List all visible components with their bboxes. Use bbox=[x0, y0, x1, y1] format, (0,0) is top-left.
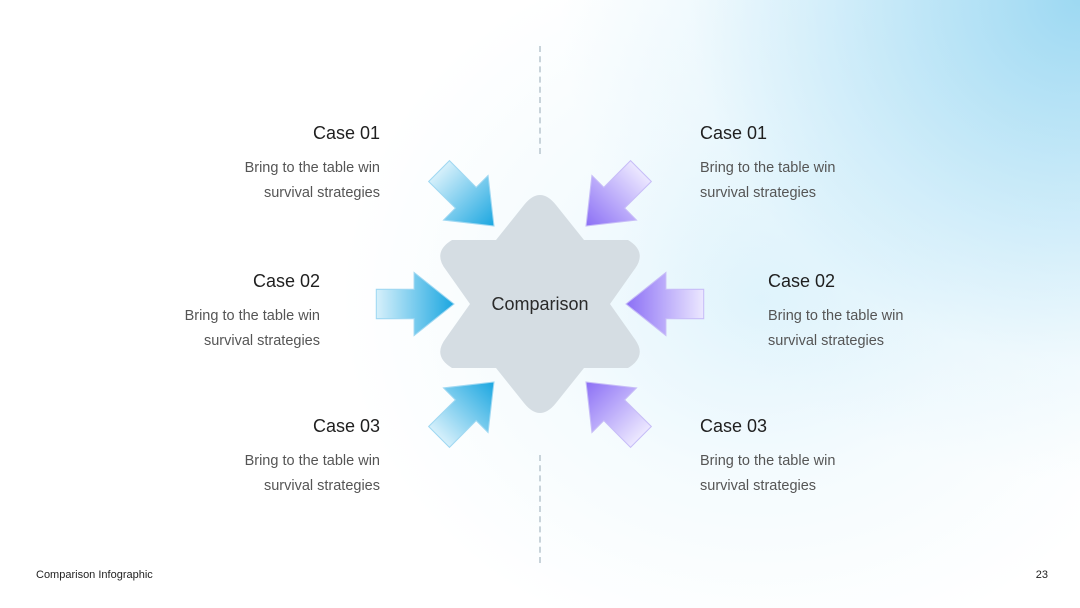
case-right-2: Case 02 Bring to the table win survival … bbox=[768, 270, 1008, 354]
case-desc-line2: survival strategies bbox=[768, 333, 885, 349]
arrow-left-3 bbox=[427, 381, 495, 449]
case-desc-line2: survival strategies bbox=[203, 333, 320, 349]
case-desc-line1: Bring to the table win bbox=[244, 160, 380, 176]
case-desc-line2: survival strategies bbox=[700, 478, 817, 494]
case-title: Case 01 bbox=[700, 123, 768, 143]
arrow-right-1 bbox=[585, 159, 653, 227]
page-number: 23 bbox=[1035, 569, 1048, 581]
divider-top bbox=[539, 46, 541, 154]
center-label: Comparison bbox=[491, 294, 589, 314]
arrow-left-2 bbox=[375, 271, 455, 337]
case-title: Case 01 bbox=[312, 123, 380, 143]
case-left-1: Case 01 Bring to the table win survival … bbox=[140, 122, 380, 206]
case-desc-line1: Bring to the table win bbox=[244, 453, 380, 469]
case-desc-line1: Bring to the table win bbox=[768, 308, 904, 324]
case-right-1: Case 01 Bring to the table win survival … bbox=[700, 122, 940, 206]
comparison-star bbox=[440, 195, 640, 413]
case-desc-line2: survival strategies bbox=[263, 478, 380, 494]
case-desc-line2: survival strategies bbox=[263, 185, 380, 201]
case-title: Case 02 bbox=[252, 271, 320, 291]
case-desc-line1: Bring to the table win bbox=[184, 308, 320, 324]
case-left-3: Case 03 Bring to the table win survival … bbox=[140, 415, 380, 499]
case-left-2: Case 02 Bring to the table win survival … bbox=[80, 270, 320, 354]
arrow-right-2 bbox=[625, 271, 705, 337]
case-desc-line1: Bring to the table win bbox=[700, 453, 836, 469]
case-desc-line1: Bring to the table win bbox=[700, 160, 836, 176]
case-right-3: Case 03 Bring to the table win survival … bbox=[700, 415, 940, 499]
footer-title: Comparison Infographic bbox=[36, 569, 153, 581]
arrow-left-1 bbox=[427, 159, 495, 227]
case-title: Case 03 bbox=[312, 416, 380, 436]
case-title: Case 03 bbox=[700, 416, 768, 436]
arrow-right-3 bbox=[585, 381, 653, 449]
case-title: Case 02 bbox=[768, 271, 836, 291]
case-desc-line2: survival strategies bbox=[700, 185, 817, 201]
divider-bottom bbox=[539, 455, 541, 563]
